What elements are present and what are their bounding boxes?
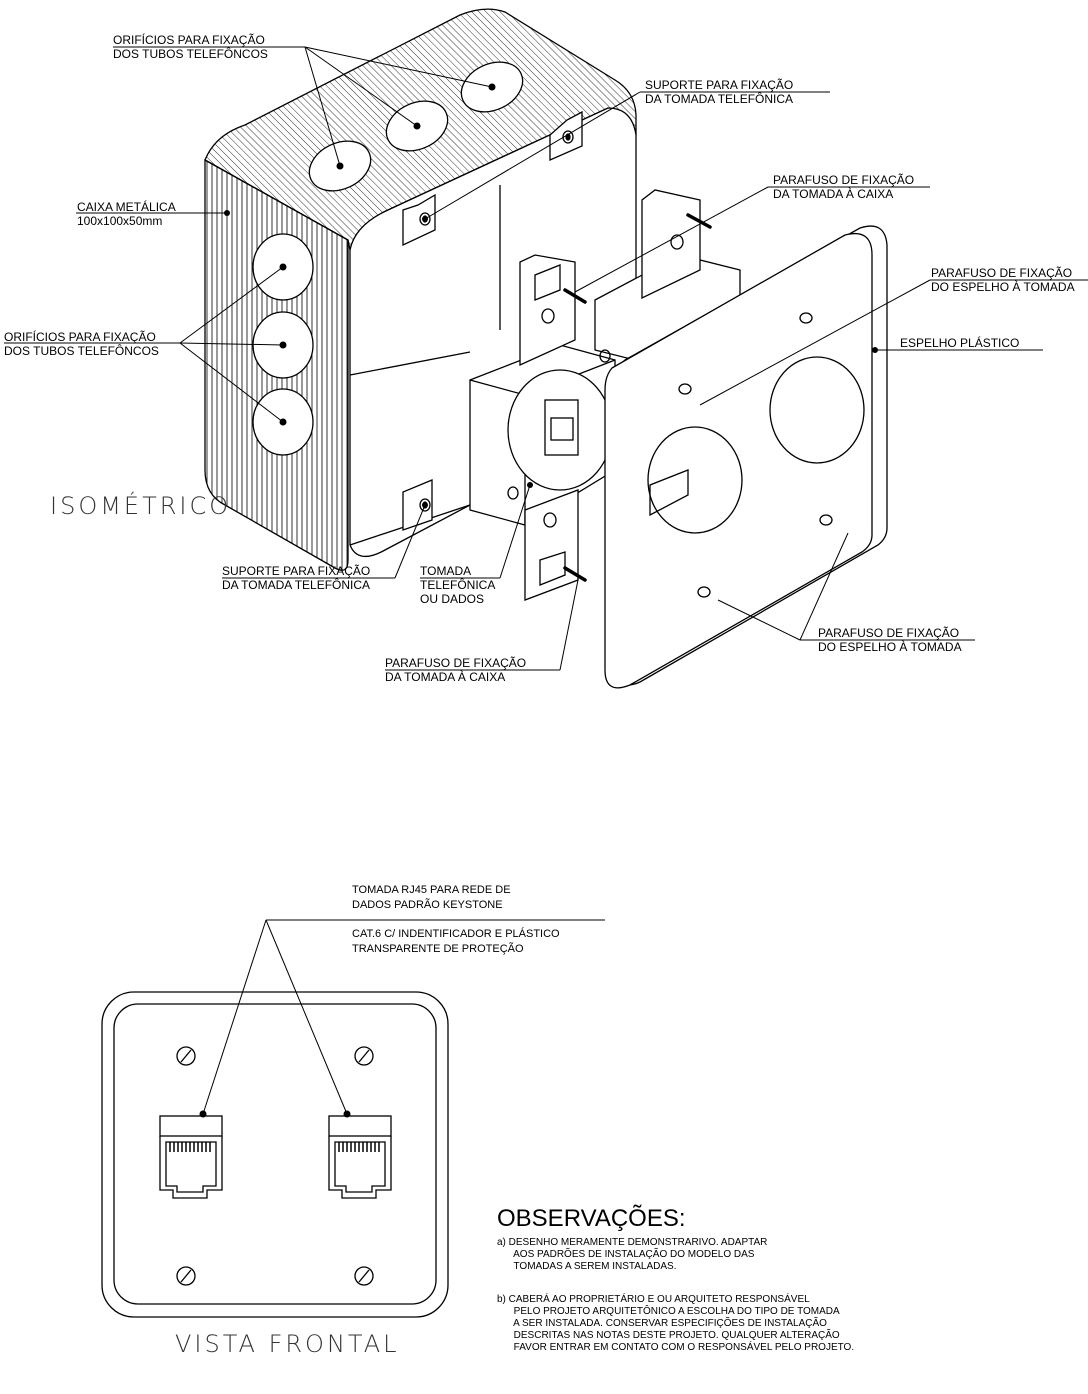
- label-line: DA TOMADA TELEFÔNICA: [645, 92, 794, 106]
- label-line: TOMADA: [420, 564, 472, 578]
- label-line: DO ESPELHO À TOMADA: [931, 280, 1075, 294]
- label-line: DOS TUBOS TELEFÔNCOS: [113, 47, 268, 61]
- front-jack-upper-tab: [519, 254, 576, 367]
- front-jack-lower-tab: [524, 489, 579, 601]
- label-espelho: ESPELHO PLÁSTICO: [900, 336, 1020, 350]
- label-line: DA TOMADA À CAIXA: [773, 187, 894, 201]
- frontal-plate-inner: [113, 1003, 437, 1305]
- frontal-plate-outer: [101, 991, 449, 1318]
- title-vista-frontal: VISTA FRONTAL: [175, 1330, 400, 1358]
- label-line: PARAFUSO DE FIXAÇÃO: [773, 173, 915, 187]
- label-line: TOMADA RJ45 PARA REDE DE: [352, 884, 511, 896]
- box-bracket-mid: [402, 193, 436, 247]
- label-parafuso-caixa-bottom: PARAFUSO DE FIXAÇÃO DA TOMADA À CAIXA: [385, 656, 526, 684]
- label-suporte-top: SUPORTE PARA FIXAÇÃO DA TOMADA TELEFÔNIC…: [645, 78, 793, 106]
- box-bracket-bottom: [402, 479, 433, 531]
- label-line: DA TOMADA TELEFÔNICA: [222, 578, 371, 592]
- label-line: DADOS PADRÃO KEYSTONE: [352, 899, 503, 911]
- label-line: ORIFÍCIOS PARA FIXAÇÃO: [4, 330, 156, 344]
- label-line: DA TOMADA À CAIXA: [385, 670, 506, 684]
- label-tomada: TOMADA TELEFÔNICA OU DADOS: [420, 564, 495, 606]
- label-line: PARAFUSO DE FIXAÇÃO: [385, 656, 527, 670]
- label-line: TELEFÔNICA: [420, 578, 496, 592]
- obs-title: OBSERVAÇÕES:: [497, 1205, 686, 1232]
- label-orificios-left: ORIFÍCIOS PARA FIXAÇÃO DOS TUBOS TELEFÔN…: [4, 330, 159, 358]
- label-line: TRANSPARENTE DE PROTEÇÃO: [352, 943, 524, 955]
- label-rj45-top: TOMADA RJ45 PARA REDE DE DADOS PADRÃO KE…: [352, 883, 511, 913]
- obs-item-a: a) DESENHO MERAMENTE DEMONSTRARIVO. ADAP…: [497, 1237, 768, 1272]
- frontal-leaders: [202, 919, 605, 1115]
- isometric-view: [4, 8, 1088, 689]
- label-line: ORIFÍCIOS PARA FIXAÇÃO: [113, 33, 265, 47]
- label-parafuso-espelho-bottom: PARAFUSO DE FIXAÇÃO DO ESPELHO À TOMADA: [818, 626, 962, 654]
- obs-item-b: b) CABERÁ AO PROPRIETÁRIO E OU ARQUITETO…: [497, 1294, 855, 1353]
- label-line: SUPORTE PARA FIXAÇÃO: [222, 564, 371, 578]
- label-orificios-top: ORIFÍCIOS PARA FIXAÇÃO DOS TUBOS TELEFÔN…: [113, 33, 268, 61]
- label-line: DOS TUBOS TELEFÔNCOS: [4, 344, 159, 358]
- label-line: PARAFUSO DE FIXAÇÃO: [931, 266, 1073, 280]
- plate-opening-right: [769, 356, 865, 464]
- label-line: 100x100x50mm: [77, 214, 163, 228]
- label-line: CAT.6 C/ INDENTIFICADOR E PLÁSTICO: [352, 928, 560, 940]
- label-suporte-bottom: SUPORTE PARA FIXAÇÃO DA TOMADA TELEFÔNIC…: [222, 564, 370, 592]
- label-parafuso-espelho-top: PARAFUSO DE FIXAÇÃO DO ESPELHO À TOMADA: [931, 266, 1075, 294]
- iso-leaders: [4, 46, 1088, 671]
- label-rj45-bottom: CAT.6 C/ INDENTIFICADOR E PLÁSTICO TRANS…: [352, 927, 560, 957]
- rj45-port-left: [159, 1115, 223, 1199]
- frontal-view: [101, 919, 605, 1318]
- label-line: PARAFUSO DE FIXAÇÃO: [818, 626, 960, 640]
- label-caixa: CAIXA METÁLICA 100x100x50mm: [77, 200, 176, 228]
- plate-opening-left: [647, 426, 743, 534]
- title-isometrico: ISOMÉTRICO: [50, 492, 232, 520]
- label-line: OU DADOS: [420, 592, 485, 606]
- label-line: SUPORTE PARA FIXAÇÃO: [645, 78, 794, 92]
- rj45-port-right: [328, 1115, 392, 1199]
- label-line: CAIXA METÁLICA: [77, 200, 176, 214]
- label-parafuso-caixa-top: PARAFUSO DE FIXAÇÃO DA TOMADA À CAIXA: [773, 173, 914, 201]
- label-line: DO ESPELHO À TOMADA: [818, 640, 962, 654]
- frontal-screws: [176, 1046, 374, 1286]
